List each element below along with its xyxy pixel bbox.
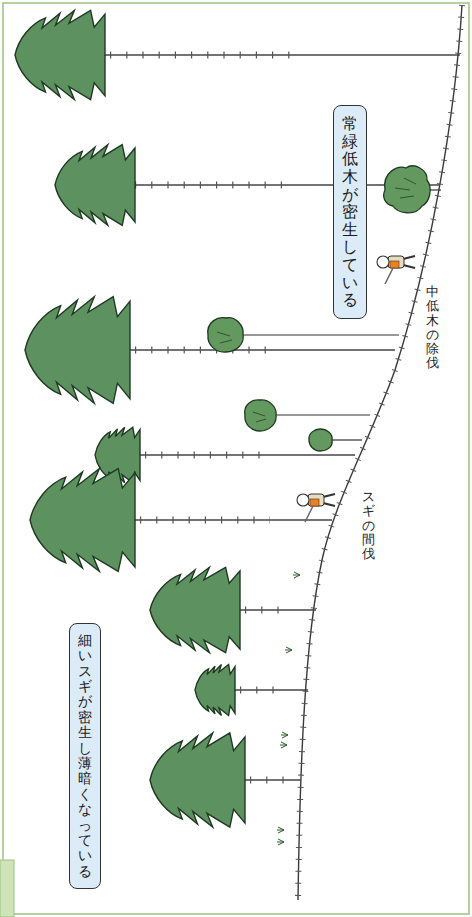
- vest: [390, 261, 399, 268]
- worker-figure: [297, 494, 335, 522]
- worker-figure: [377, 256, 415, 284]
- helmet: [297, 494, 309, 506]
- grass: [293, 572, 300, 578]
- grass: [285, 647, 292, 653]
- leaf-lines: [253, 412, 266, 422]
- leaf-lines: [395, 178, 416, 198]
- ground-line: [298, 5, 462, 900]
- shrub-trunk: [243, 334, 399, 335]
- cedar-crown: [15, 10, 105, 99]
- saw: [305, 506, 313, 522]
- leg: [323, 494, 335, 497]
- trunk: [95, 54, 460, 55]
- evergreen-shrubs: [208, 166, 430, 451]
- stubs: [245, 607, 290, 614]
- stubs: [250, 777, 285, 784]
- frame: [3, 3, 469, 914]
- trunk: [120, 349, 395, 350]
- callout-box: 常緑低木が密生している: [333, 105, 367, 319]
- helmet: [377, 256, 389, 268]
- cedar-crown: [150, 567, 240, 652]
- grass: [277, 827, 284, 833]
- grass: [281, 732, 288, 738]
- stubs: [110, 52, 300, 59]
- cedar-crown: [25, 297, 130, 404]
- leg: [323, 503, 335, 506]
- trunk: [125, 519, 332, 520]
- cedar-trunks: [95, 55, 460, 780]
- grass-tufts: [277, 572, 300, 845]
- trunk: [135, 454, 355, 455]
- cedar-crown: [55, 145, 135, 226]
- stubs: [135, 182, 290, 189]
- worker-caption: スギの間伐: [362, 490, 375, 561]
- stubs: [140, 517, 270, 524]
- saw: [385, 268, 393, 284]
- leg: [403, 265, 415, 268]
- branch-stubs: [110, 55, 300, 780]
- body: [308, 494, 324, 506]
- frame-tab: [0, 860, 14, 917]
- callout-box: 細いスギが密生し薄暗くなっている: [69, 623, 101, 889]
- shrub: [384, 166, 430, 213]
- shrub-leaf-lines: [217, 178, 416, 422]
- caption-text: スギの間伐: [362, 490, 375, 561]
- stubs: [145, 452, 260, 459]
- shrub-trunk: [332, 439, 362, 440]
- stubs: [135, 347, 280, 354]
- body: [388, 256, 404, 268]
- grass: [277, 839, 284, 845]
- shrub: [309, 429, 332, 451]
- shrub-trunk: [276, 414, 370, 415]
- shrub: [208, 318, 244, 352]
- cedar-crown: [30, 469, 135, 572]
- cedar-crowns: [15, 10, 245, 827]
- trunk: [230, 609, 316, 610]
- cedar-crown: [150, 733, 245, 827]
- vest: [310, 499, 319, 506]
- ground-hatch: [298, 5, 462, 900]
- trunk: [230, 689, 308, 690]
- grass: [280, 742, 287, 748]
- leaf-lines: [217, 332, 232, 343]
- cedar-crown: [195, 665, 235, 716]
- stubs: [240, 687, 285, 694]
- callout-text: 細いスギが密生し薄暗くなっている: [78, 633, 92, 879]
- worker-caption: 中低木の除伐: [426, 285, 439, 371]
- leg: [403, 256, 415, 259]
- caption-text: 中低木の除伐: [426, 285, 439, 371]
- callout-text: 常緑低木が密生している: [342, 115, 358, 309]
- shrub: [245, 400, 276, 431]
